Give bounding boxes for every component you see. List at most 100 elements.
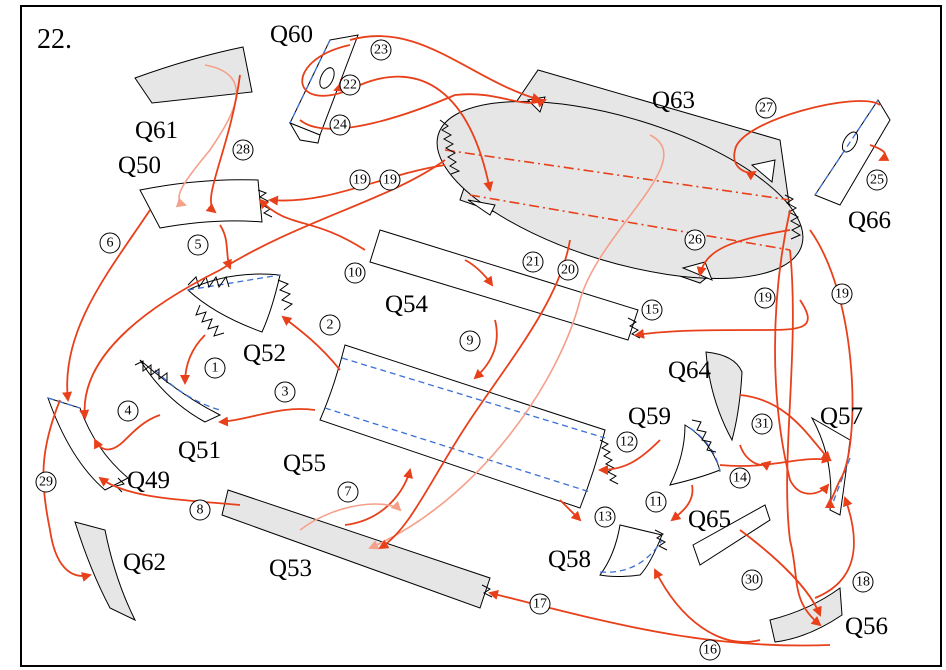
part-label-q61: Q61 [135, 117, 178, 144]
step-marker: 1 [204, 357, 226, 379]
step-number: 23 [374, 43, 388, 58]
part-q61-shape [134, 46, 253, 104]
step-title: 22. [37, 24, 72, 55]
step-number: 30 [745, 573, 759, 588]
step-marker: 9 [459, 330, 481, 352]
step-number: 19 [835, 287, 849, 302]
step-marker: 15 [641, 299, 663, 321]
part-q59-shape [669, 419, 721, 486]
step-number: 6 [107, 236, 114, 251]
step-number: 1 [212, 361, 219, 376]
part-q53-shape [221, 489, 493, 609]
step-number: 10 [348, 266, 362, 281]
part-label-q55: Q55 [283, 450, 326, 477]
step-marker: 28 [232, 139, 254, 161]
step-marker: 2 [319, 314, 341, 336]
step-marker: 6 [99, 232, 121, 254]
part-q56-shape [769, 587, 843, 643]
part-q49-shape [47, 397, 129, 493]
part-q51-shape [134, 359, 222, 423]
step-number: 25 [870, 173, 884, 188]
step-marker: 30 [741, 569, 763, 591]
assembly-arrows [42, 35, 890, 647]
step-number: 16 [703, 643, 717, 658]
step-number: 5 [195, 238, 202, 253]
part-label-q52: Q52 [243, 340, 286, 367]
part-label-q66: Q66 [848, 207, 891, 234]
step-number: 4 [125, 404, 132, 419]
part-label-q53: Q53 [269, 555, 312, 582]
part-label-q59: Q59 [628, 403, 671, 430]
step-marker: 24 [329, 114, 351, 136]
step-marker: 25 [866, 169, 888, 191]
step-marker: 3 [274, 381, 296, 403]
part-q58-shape [599, 524, 668, 577]
part-label-q49: Q49 [127, 467, 170, 494]
step-number: 31 [755, 417, 769, 432]
part-q62-shape [74, 521, 137, 622]
step-marker: 26 [684, 229, 706, 251]
part-label-q60: Q60 [270, 21, 313, 48]
step-number: 8 [197, 503, 204, 518]
step-marker: 16 [699, 639, 721, 661]
part-label-q51: Q51 [178, 437, 221, 464]
step-marker: 17 [529, 593, 551, 615]
part-q65-shape [692, 504, 771, 566]
step-number: 12 [620, 435, 634, 450]
step-number: 26 [688, 233, 702, 248]
step-marker: 31 [751, 413, 773, 435]
part-label-q58: Q58 [548, 546, 591, 573]
step-marker: 19 [349, 169, 371, 191]
step-marker: 19 [754, 287, 776, 309]
step-marker: 19 [379, 169, 401, 191]
part-q63-shape [436, 69, 804, 284]
step-marker: 4 [117, 400, 139, 422]
part-label-q54: Q54 [385, 291, 429, 318]
step-marker: 11 [645, 491, 667, 513]
step-number: 9 [467, 334, 474, 349]
step-number: 13 [598, 510, 612, 525]
step-marker: 29 [35, 471, 57, 493]
step-number: 27 [759, 101, 773, 116]
step-marker: 5 [187, 234, 209, 256]
step-number: 11 [649, 495, 662, 510]
part-label-q64: Q64 [668, 357, 712, 384]
part-q50-shape [139, 179, 273, 229]
part-label-q65: Q65 [688, 506, 731, 533]
step-marker: 18 [852, 571, 874, 593]
step-marker: 19 [831, 283, 853, 305]
part-label-q56: Q56 [845, 613, 888, 640]
step-number: 21 [526, 255, 540, 270]
step-number: 19 [353, 173, 367, 188]
part-labels: Q60 Q61 Q63 Q50 Q66 Q54 Q52 Q64 Q57 Q59 … [118, 21, 891, 640]
step-number: 20 [561, 263, 575, 278]
part-q55-shape [319, 344, 619, 509]
step-marker: 20 [557, 259, 579, 281]
part-label-q62: Q62 [123, 549, 166, 576]
step-marker: 21 [522, 251, 544, 273]
step-number: 22 [343, 78, 357, 93]
step-number: 3 [282, 385, 289, 400]
step-number: 2 [327, 318, 334, 333]
step-number: 7 [345, 485, 352, 500]
step-number: 19 [383, 173, 397, 188]
part-q52-shape [187, 273, 294, 337]
step-marker: 14 [729, 467, 751, 489]
step-number: 14 [733, 471, 747, 486]
step-marker: 23 [370, 39, 392, 61]
step-marker: 27 [755, 97, 777, 119]
step-number: 29 [39, 475, 53, 490]
step-marker: 12 [616, 431, 638, 453]
step-marker: 22 [339, 74, 361, 96]
step-marker: 13 [594, 506, 616, 528]
step-markers: 1 2 3 4 5 6 7 8 9 10 11 12 13 14 15 16 1… [35, 39, 888, 661]
part-q66-shape [814, 99, 891, 206]
step-number: 28 [236, 143, 250, 158]
part-label-q63: Q63 [652, 87, 695, 114]
diagram-frame [20, 5, 942, 667]
step-marker: 7 [337, 481, 359, 503]
step-marker: 8 [189, 499, 211, 521]
step-number: 24 [333, 118, 347, 133]
